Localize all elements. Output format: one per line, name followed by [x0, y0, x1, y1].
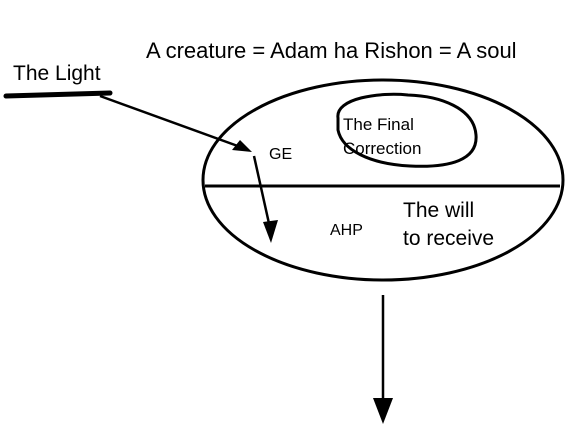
will-to-receive-line2: to receive: [403, 227, 495, 250]
incoming-light-arrowhead: [232, 140, 252, 152]
will-to-receive-label: The will to receive: [403, 197, 523, 253]
final-correction-line2: Correction: [343, 139, 422, 158]
incoming-light-arrow: [99, 94, 247, 151]
light-source-bar: [3, 90, 113, 99]
descending-arrowhead: [263, 220, 278, 243]
final-correction-label: The Final Correction: [343, 113, 463, 161]
bottom-arrowhead: [373, 398, 393, 424]
final-correction-line1: The Final: [343, 115, 414, 134]
ahp-label: AHP: [330, 222, 363, 239]
final-correction-oval: [336, 92, 478, 168]
will-to-receive-line1: The will: [403, 199, 475, 222]
diagram-title: A creature = Adam ha Rishon = A soul: [146, 38, 517, 63]
descending-arrow: [252, 155, 272, 229]
light-label: The Light: [13, 62, 101, 85]
ge-label: GE: [269, 146, 293, 163]
soul-ellipse: [201, 78, 565, 282]
